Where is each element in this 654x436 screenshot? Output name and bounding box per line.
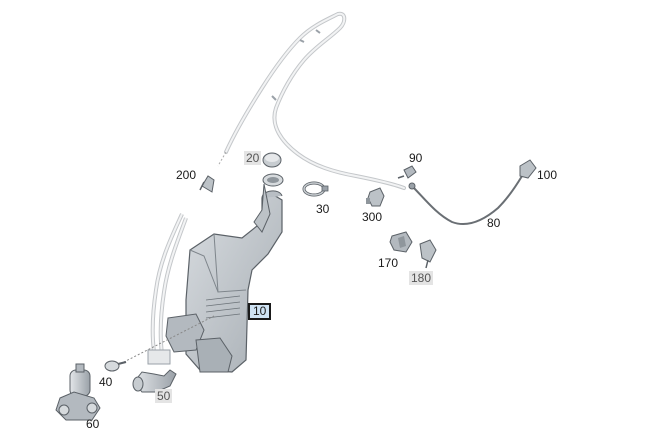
filler-cap[interactable] (262, 152, 282, 168)
callout-30[interactable]: 30 (316, 202, 330, 216)
washer-nozzle[interactable] (519, 159, 537, 179)
callout-10[interactable]: 10 (248, 303, 272, 320)
callout-180[interactable]: 180 (409, 271, 434, 285)
callout-200[interactable]: 200 (176, 168, 197, 182)
hose-clamp[interactable] (302, 181, 329, 197)
tank-hoses[interactable] (147, 213, 188, 365)
callout-50[interactable]: 50 (155, 389, 173, 403)
retaining-clip[interactable] (389, 231, 413, 253)
hose-dashed-end (217, 151, 227, 167)
mounting-screw[interactable] (104, 360, 127, 372)
t-connector[interactable] (366, 187, 385, 207)
callout-20[interactable]: 20 (244, 151, 262, 165)
washer-pump[interactable] (132, 369, 177, 393)
electrical-cable[interactable] (408, 175, 523, 226)
callout-80[interactable]: 80 (487, 216, 501, 230)
callout-100[interactable]: 100 (537, 168, 558, 182)
callout-40[interactable]: 40 (99, 375, 113, 389)
hose-connector[interactable] (397, 165, 417, 179)
washer-hose[interactable] (224, 11, 406, 190)
callout-300[interactable]: 300 (362, 210, 383, 224)
callout-90[interactable]: 90 (409, 151, 423, 165)
hose-holder[interactable] (419, 239, 437, 269)
callout-170[interactable]: 170 (378, 256, 399, 270)
level-sensor[interactable] (199, 175, 215, 193)
pump-motor[interactable] (55, 363, 101, 421)
washer-reservoir[interactable] (165, 173, 284, 373)
screw-guide-line (119, 315, 215, 365)
callout-60[interactable]: 60 (86, 417, 100, 431)
